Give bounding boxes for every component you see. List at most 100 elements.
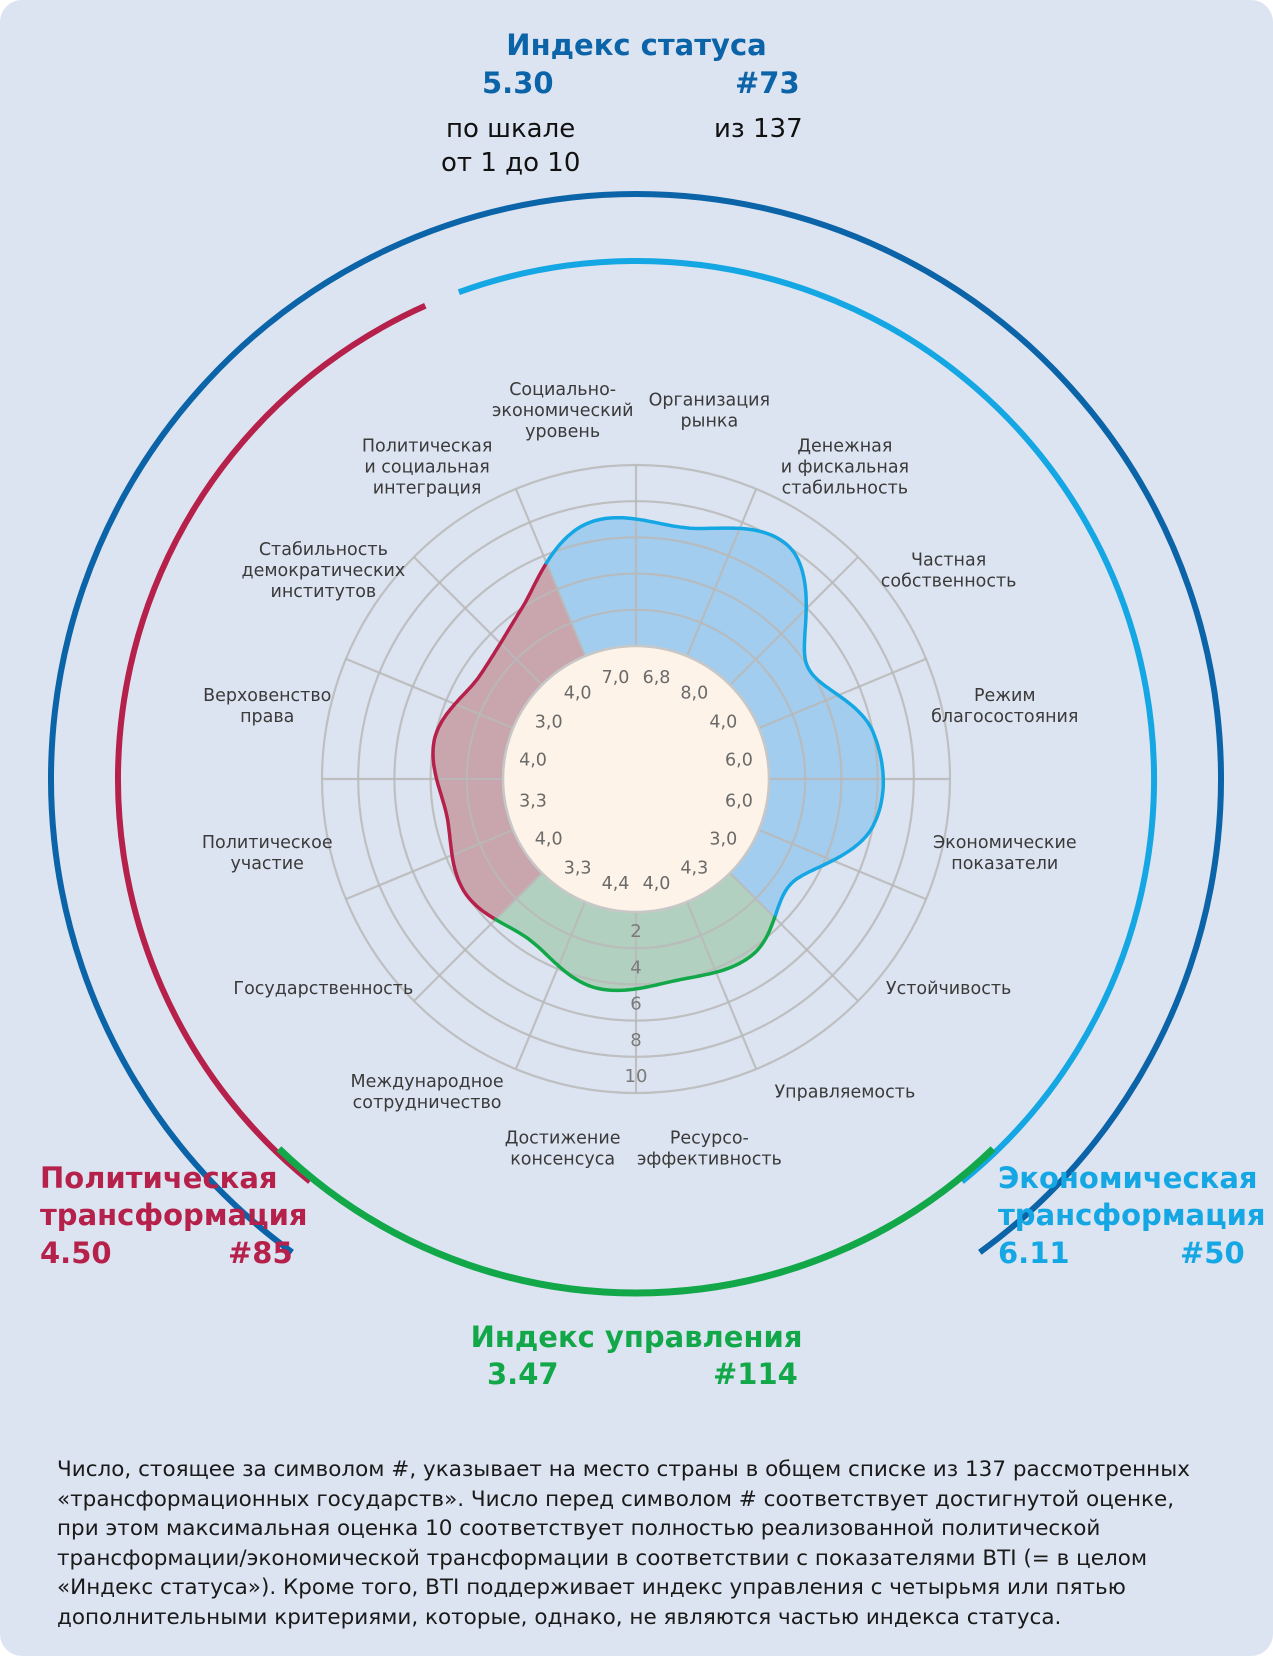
status-scale-line1: по шкале <box>446 114 576 144</box>
ring-tick-label: 8 <box>630 1030 641 1051</box>
political-score: 4.50 <box>40 1236 112 1270</box>
spoke <box>729 872 859 1002</box>
value-label: 3,3 <box>564 858 592 878</box>
criterion-label: сотрудничество <box>353 1093 502 1113</box>
radar-line-political <box>431 561 549 922</box>
political-title-line2: трансформация <box>40 1198 308 1232</box>
radar-line-economic <box>544 515 886 920</box>
spoke <box>345 828 514 901</box>
economic-title-line2: трансформация <box>998 1198 1266 1232</box>
footnote-line: дополнительными критериями, которые, одн… <box>57 1604 1062 1630</box>
value-label: 4,4 <box>602 874 630 894</box>
status-index-score: 5.30 <box>482 66 554 100</box>
criterion-label: Верховенство <box>203 686 331 706</box>
criterion-label: собственность <box>881 572 1017 592</box>
value-label: 3,3 <box>519 791 547 811</box>
criterion-label: консенсуса <box>510 1149 615 1169</box>
ring-tick-label: 10 <box>625 1066 648 1087</box>
criterion-label: Стабильность <box>259 540 388 560</box>
value-label: 4,0 <box>709 713 737 733</box>
inner-circle <box>501 644 771 914</box>
value-label: 8,0 <box>680 684 708 704</box>
criterion-label: Государственность <box>233 979 413 999</box>
footnote-line: при этом максимальная оценка 10 соответс… <box>57 1516 1101 1542</box>
criterion-label: Социально- <box>509 380 616 400</box>
status-scale-line2: от 1 до 10 <box>441 148 581 178</box>
governance-arc <box>276 1146 996 1297</box>
value-label: 6,0 <box>725 751 753 771</box>
criterion-label: участие <box>231 854 304 874</box>
spoke <box>514 901 587 1070</box>
value-label: 4,0 <box>535 829 563 849</box>
ring-tick-label: 4 <box>630 957 641 978</box>
radar-grid <box>320 463 952 1095</box>
ring-tick-label: 2 <box>630 921 641 942</box>
footnote-line: трансформации/экономической трансформаци… <box>57 1545 1148 1571</box>
spoke <box>514 488 587 657</box>
spoke <box>685 488 758 657</box>
economic-arc <box>457 258 1157 1184</box>
status-out-of: из 137 <box>714 114 803 144</box>
criterion-label: Достижение <box>505 1128 621 1148</box>
status-index-rank: #73 <box>735 66 800 100</box>
value-label: 7,0 <box>602 668 630 688</box>
criterion-label: благосостояния <box>931 707 1078 727</box>
inner-circle-group <box>501 644 771 914</box>
spoke <box>758 657 927 730</box>
value-label: 3,0 <box>709 829 737 849</box>
criterion-label: экономический <box>492 401 634 421</box>
criterion-label: демократических <box>241 561 405 581</box>
spoke <box>685 901 758 1070</box>
criterion-label: Частная <box>911 551 986 571</box>
criterion-label: рынка <box>681 412 739 432</box>
criterion-label: Устойчивость <box>886 979 1011 999</box>
criterion-label: Режим <box>974 686 1036 706</box>
criterion-label: Экономические <box>933 833 1077 853</box>
criterion-label: Политическое <box>202 833 333 853</box>
criterion-label: стабильность <box>782 478 908 498</box>
value-label: 6,0 <box>725 791 753 811</box>
value-label: 4,0 <box>519 751 547 771</box>
value-label: 4,0 <box>564 684 592 704</box>
value-label: 4,0 <box>643 874 671 894</box>
criterion-label: Политическая <box>362 436 493 456</box>
political-title-line1: Политическая <box>40 1161 278 1195</box>
criterion-label: институтов <box>270 582 376 602</box>
economic-title-line1: Экономическая <box>998 1161 1258 1195</box>
value-label: 6,8 <box>643 668 671 688</box>
criterion-label: и фискальная <box>781 457 909 477</box>
spoke <box>413 872 543 1002</box>
group-arcs <box>48 190 1224 1297</box>
value-label: 3,0 <box>535 713 563 733</box>
criterion-label: показатели <box>951 854 1058 874</box>
economic-score: 6.11 <box>998 1236 1070 1270</box>
criterion-label: Управляемость <box>775 1083 916 1103</box>
spoke <box>758 828 927 901</box>
radar-outlines <box>431 515 886 993</box>
footnote-line: «Индекс статуса»). Кроме того, BTI подде… <box>57 1575 1126 1601</box>
criterion-label: Ресурсо- <box>670 1128 749 1148</box>
political-arc <box>115 303 427 1184</box>
ring-tick-label: 6 <box>630 994 641 1015</box>
governance-title: Индекс управления <box>470 1320 803 1354</box>
governance-rank: #114 <box>713 1357 798 1391</box>
status-index-title: Индекс статуса <box>506 28 767 62</box>
footnote-line: «трансформационных государств». Число пе… <box>57 1486 1175 1512</box>
governance-score: 3.47 <box>487 1357 559 1391</box>
footnote: Число, стоящее за символом #, указывает … <box>57 1455 1237 1633</box>
value-label: 4,3 <box>680 858 708 878</box>
criterion-label: Организация <box>649 391 770 411</box>
criterion-label: Международное <box>351 1072 504 1092</box>
radar-line-governance <box>493 915 777 993</box>
spoke <box>729 556 859 686</box>
economic-rank: #50 <box>1180 1236 1245 1270</box>
spoke <box>413 556 543 686</box>
political-rank: #85 <box>228 1236 293 1270</box>
spoke <box>345 657 514 730</box>
status-index-arc <box>48 190 1224 1255</box>
criterion-label: интеграция <box>373 478 482 498</box>
criterion-label: эффективность <box>637 1149 782 1169</box>
criterion-label: уровень <box>525 422 600 442</box>
